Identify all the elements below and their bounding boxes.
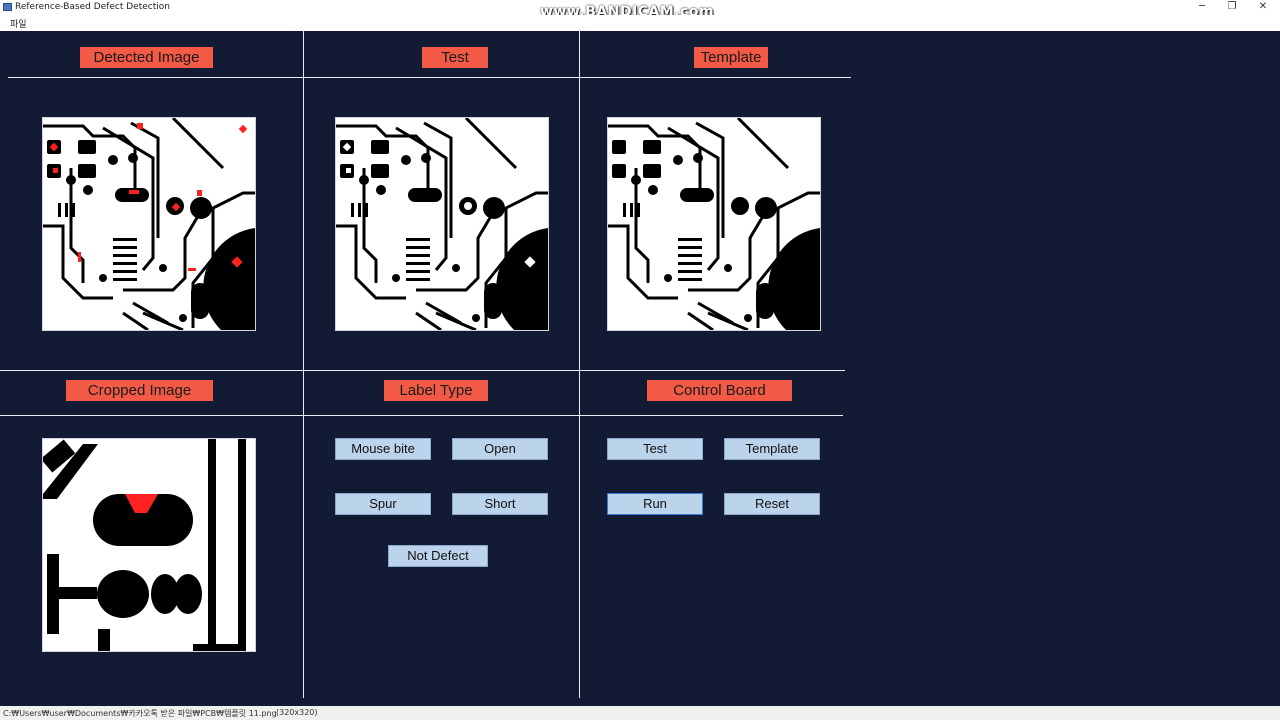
menu-bar: 파일 (0, 15, 1280, 31)
load-template-button[interactable]: Template (724, 438, 820, 460)
detected-pcb-image (43, 118, 255, 330)
detected-image (42, 117, 256, 331)
detected-image-label: Detected Image (80, 47, 213, 68)
defect-holes (342, 142, 536, 268)
divider-vertical-right (579, 31, 580, 698)
restore-button[interactable]: ❐ (1227, 1, 1237, 12)
title-bar: Reference-Based Defect Detection ─ ❐ ✕ (0, 0, 1280, 15)
divider-vertical-left (303, 31, 304, 698)
template-pcb-image (608, 118, 820, 330)
not-defect-button[interactable]: Not Defect (388, 545, 488, 567)
window-title: Reference-Based Defect Detection (15, 2, 170, 12)
cropped-traces (43, 439, 246, 651)
open-button[interactable]: Open (452, 438, 548, 460)
close-button[interactable]: ✕ (1258, 1, 1268, 12)
short-button[interactable]: Short (452, 493, 548, 515)
template-image (607, 117, 821, 331)
image-dimensions-text: (320x320) (276, 708, 318, 717)
run-button[interactable]: Run (607, 493, 703, 515)
control-board-label: Control Board (647, 380, 792, 401)
test-pcb-image (336, 118, 548, 330)
pcb-pads (47, 140, 255, 330)
reset-button[interactable]: Reset (724, 493, 820, 515)
divider-middle (0, 370, 845, 371)
minimize-button[interactable]: ─ (1198, 1, 1206, 12)
status-bar: C:₩Users₩user₩Documents₩카카오톡 받은 파일₩PCB₩템… (0, 706, 1280, 720)
pcb-pads (340, 140, 548, 330)
pcb-traces (336, 118, 548, 330)
test-label: Test (422, 47, 488, 68)
app-icon (3, 3, 12, 11)
file-path-text: C:₩Users₩user₩Documents₩카카오톡 받은 파일₩PCB₩템… (3, 709, 277, 718)
cropped-image (42, 438, 256, 652)
cropped-pcb-image (43, 439, 246, 651)
cropped-defect (125, 494, 158, 513)
test-image (335, 117, 549, 331)
template-label: Template (694, 47, 768, 68)
divider-top-header (8, 77, 851, 78)
divider-bottom-header (0, 415, 843, 416)
cropped-image-label: Cropped Image (66, 380, 213, 401)
mouse-bite-button[interactable]: Mouse bite (335, 438, 431, 460)
menu-file[interactable]: 파일 (10, 20, 27, 30)
pcb-pads (612, 140, 820, 330)
label-type-label: Label Type (384, 380, 488, 401)
load-test-button[interactable]: Test (607, 438, 703, 460)
spur-button[interactable]: Spur (335, 493, 431, 515)
